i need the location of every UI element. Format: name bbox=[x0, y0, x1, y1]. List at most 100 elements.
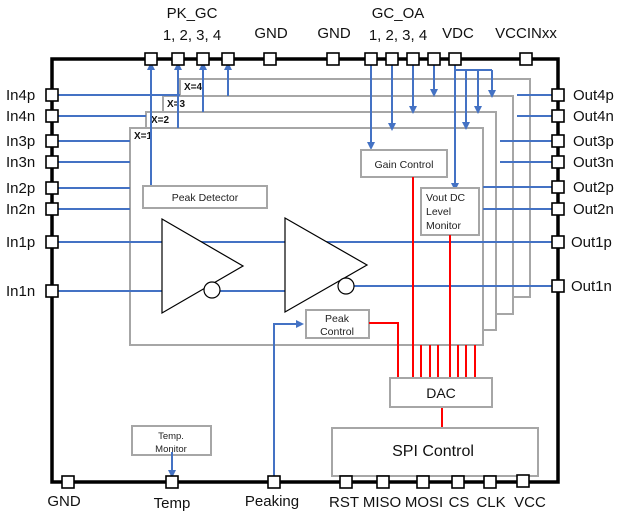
label-out1n: Out1n bbox=[571, 278, 612, 295]
spi-control-block: SPI Control bbox=[331, 427, 539, 477]
peak-detector-block: Peak Detector bbox=[142, 185, 268, 209]
label-in3p: In3p bbox=[6, 133, 35, 150]
label-pk-gc-title: PK_GC bbox=[167, 5, 218, 22]
pad-in1p[interactable] bbox=[45, 235, 59, 249]
label-gc-oa-title: GC_OA bbox=[372, 5, 425, 22]
bottom-pads bbox=[61, 474, 530, 489]
temp-monitor-block: Temp. Monitor bbox=[131, 425, 212, 456]
svg-text:Vout DC: Vout DC bbox=[426, 192, 466, 204]
vout-dc-level-monitor-block: Vout DC Level Monitor bbox=[420, 187, 480, 236]
pad-out4n[interactable] bbox=[551, 109, 565, 123]
label-in2n: In2n bbox=[6, 201, 35, 218]
gc-oa-arrows bbox=[367, 62, 438, 150]
svg-text:Control: Control bbox=[320, 326, 354, 338]
pad-gnd-top-1[interactable] bbox=[263, 52, 277, 66]
svg-text:Peak: Peak bbox=[325, 313, 350, 325]
svg-text:SPI Control: SPI Control bbox=[392, 443, 474, 460]
label-out2p: Out2p bbox=[573, 179, 614, 196]
dac-block: DAC bbox=[389, 377, 493, 408]
pad-cs[interactable] bbox=[451, 475, 465, 489]
pad-temp[interactable] bbox=[165, 475, 179, 489]
pad-peaking[interactable] bbox=[267, 475, 281, 489]
label-vcc: VCC bbox=[514, 494, 546, 511]
pad-gc-oa-1[interactable] bbox=[364, 52, 378, 66]
pad-gc-oa-4[interactable] bbox=[427, 52, 441, 66]
pad-gc-oa-2[interactable] bbox=[385, 52, 399, 66]
gain-control-block: Gain Control bbox=[360, 149, 448, 178]
pad-in4n[interactable] bbox=[45, 109, 59, 123]
pad-in3n[interactable] bbox=[45, 155, 59, 169]
label-gc-oa-sub: 1, 2, 3, 4 bbox=[369, 27, 427, 44]
svg-text:Gain Control: Gain Control bbox=[375, 159, 434, 171]
label-in4n: In4n bbox=[6, 108, 35, 125]
pad-vcc[interactable] bbox=[516, 474, 530, 488]
pad-out3p[interactable] bbox=[551, 134, 565, 148]
pad-out2p[interactable] bbox=[551, 180, 565, 194]
bottom-pin-labels: GND Temp Peaking RST MISO MOSI CS CLK VC… bbox=[47, 493, 546, 512]
input-signal-lines bbox=[57, 94, 180, 292]
label-vccinxx: VCCINxx bbox=[495, 25, 557, 42]
pad-vdc[interactable] bbox=[448, 52, 462, 66]
inverting-bubble bbox=[203, 281, 221, 299]
label-out2n: Out2n bbox=[573, 201, 614, 218]
label-vdc: VDC bbox=[442, 25, 474, 42]
pad-gc-oa-3[interactable] bbox=[406, 52, 420, 66]
label-temp: Temp bbox=[154, 495, 191, 512]
svg-text:Peak Detector: Peak Detector bbox=[172, 192, 239, 204]
control-lines bbox=[369, 177, 476, 428]
label-rst: RST bbox=[329, 494, 359, 511]
pad-in3p[interactable] bbox=[45, 134, 59, 148]
label-gnd-bottom: GND bbox=[47, 493, 81, 510]
pad-in2p[interactable] bbox=[45, 181, 59, 195]
vdc-distribution bbox=[451, 62, 496, 191]
label-in1n: In1n bbox=[6, 283, 35, 300]
svg-text:Monitor: Monitor bbox=[426, 220, 462, 232]
svg-text:Monitor: Monitor bbox=[155, 444, 187, 455]
label-miso: MISO bbox=[363, 494, 401, 511]
pad-rst[interactable] bbox=[339, 475, 353, 489]
pad-gnd-bottom[interactable] bbox=[61, 475, 75, 489]
label-gnd-top-2: GND bbox=[317, 25, 351, 42]
pad-in4p[interactable] bbox=[45, 88, 59, 102]
pad-vccinxx[interactable] bbox=[519, 52, 533, 66]
peaking-arrow bbox=[273, 320, 304, 476]
label-gnd-top-1: GND bbox=[254, 25, 288, 42]
label-in4p: In4p bbox=[6, 87, 35, 104]
pad-out3n[interactable] bbox=[551, 155, 565, 169]
pad-miso[interactable] bbox=[376, 475, 390, 489]
pad-pk-gc-1[interactable] bbox=[144, 52, 158, 66]
pad-pk-gc-3[interactable] bbox=[196, 52, 210, 66]
label-out1p: Out1p bbox=[571, 234, 612, 251]
label-peaking: Peaking bbox=[245, 493, 299, 510]
inverting-bubble bbox=[337, 277, 355, 295]
channel-label-x4: X=4 bbox=[184, 82, 203, 93]
label-out4n: Out4n bbox=[573, 108, 614, 125]
pad-gnd-top-2[interactable] bbox=[326, 52, 340, 66]
label-in1p: In1p bbox=[6, 234, 35, 251]
channel-label-x3: X=3 bbox=[167, 99, 186, 110]
left-pin-labels: In4p In4n In3p In3n In2p In2n In1p In1n bbox=[6, 87, 35, 300]
pad-clk[interactable] bbox=[483, 475, 497, 489]
pad-pk-gc-2[interactable] bbox=[171, 52, 185, 66]
pad-out4p[interactable] bbox=[551, 88, 565, 102]
pad-out2n[interactable] bbox=[551, 202, 565, 216]
svg-text:Level: Level bbox=[426, 206, 451, 218]
pad-in1n[interactable] bbox=[45, 284, 59, 298]
pad-in2n[interactable] bbox=[45, 202, 59, 216]
svg-text:Temp.: Temp. bbox=[158, 431, 184, 442]
amplifier-stage-1 bbox=[161, 217, 245, 315]
label-in2p: In2p bbox=[6, 180, 35, 197]
peak-control-block: Peak Control bbox=[305, 309, 370, 339]
label-out3p: Out3p bbox=[573, 133, 614, 150]
amplifier-stage-2 bbox=[284, 216, 369, 314]
pad-out1p[interactable] bbox=[551, 235, 565, 249]
pad-mosi[interactable] bbox=[416, 475, 430, 489]
pad-out1n[interactable] bbox=[551, 279, 565, 293]
pk-gc-arrows bbox=[147, 62, 232, 186]
channel-label-x2: X=2 bbox=[151, 115, 170, 126]
left-pads bbox=[45, 88, 59, 298]
pad-pk-gc-4[interactable] bbox=[221, 52, 235, 66]
top-pads bbox=[144, 52, 533, 66]
label-out3n: Out3n bbox=[573, 154, 614, 171]
